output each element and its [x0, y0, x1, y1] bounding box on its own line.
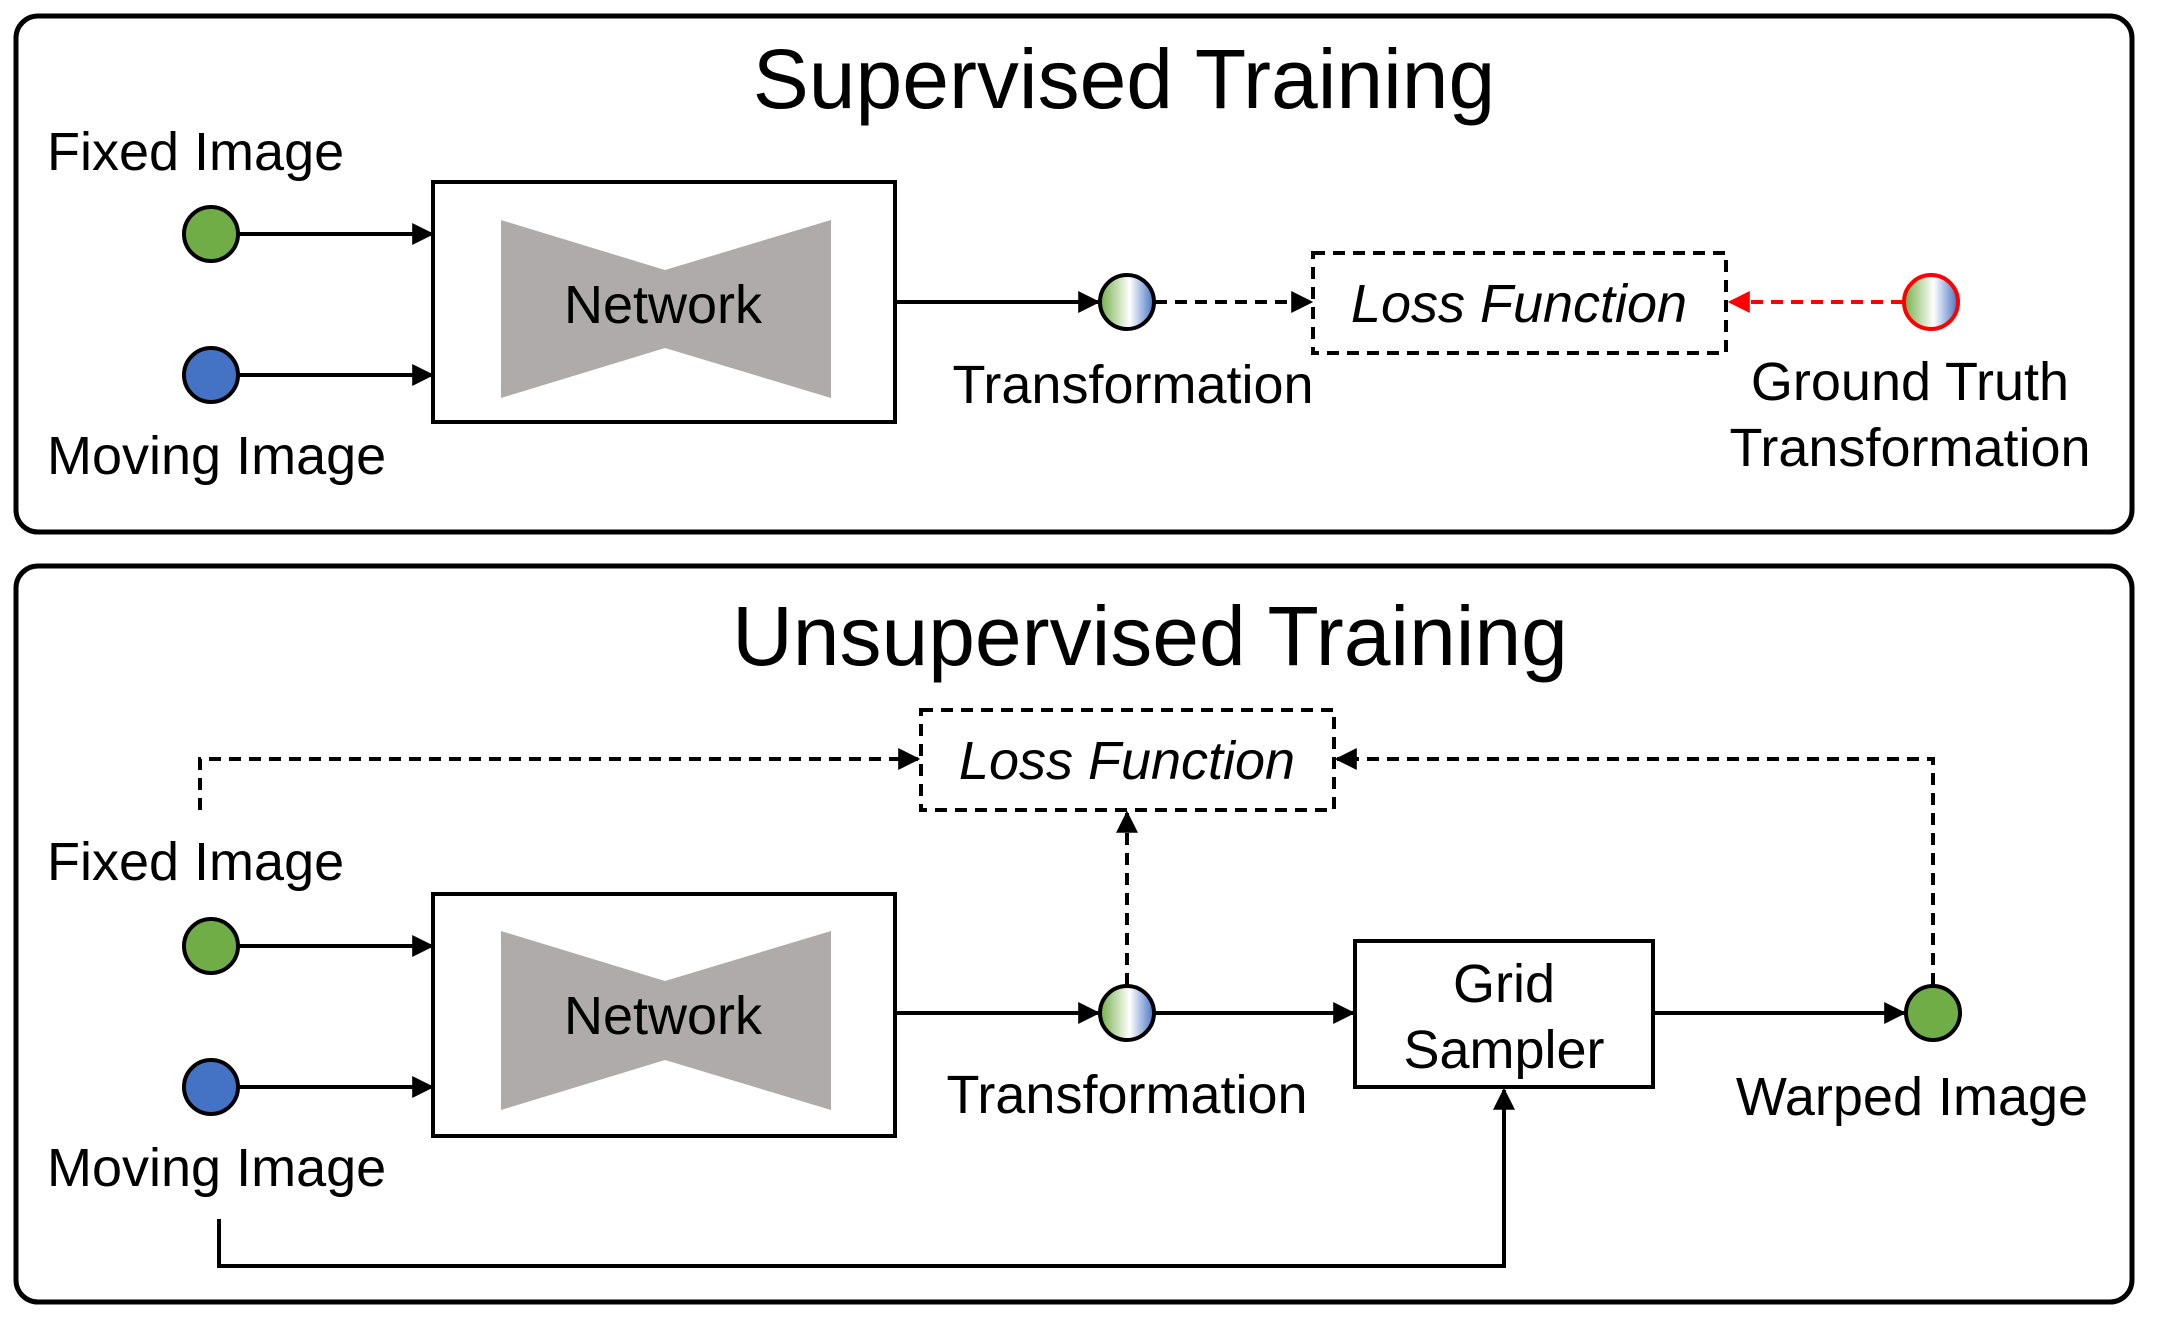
unsupervised-loss-function-box: [919, 708, 1336, 812]
unsupervised-network-hourglass-shape: [501, 931, 831, 1110]
unsupervised-panel: Unsupervised Training Loss Function Fixe…: [13, 563, 2135, 1305]
supervised-loss-function-box: [1311, 251, 1728, 355]
supervised-fixed-image-label: Fixed Image: [47, 122, 344, 182]
supervised-title: Supervised Training: [753, 32, 1495, 126]
unsupervised-warped-to-loss-arrow: [1334, 748, 1935, 985]
supervised-network-hourglass-shape: [501, 220, 831, 398]
unsupervised-title: Unsupervised Training: [732, 589, 1568, 683]
unsupervised-warped-image-node: [1904, 984, 1962, 1042]
supervised-fixed-image-node: [182, 205, 240, 263]
supervised-ground-truth-label-line1: Ground Truth: [1751, 352, 2069, 412]
supervised-transformation-label: Transformation: [952, 355, 1313, 415]
unsupervised-grid-sampler-box: [1353, 939, 1655, 1089]
unsupervised-fixed-image-label: Fixed Image: [47, 832, 344, 892]
unsupervised-moving-to-grid-sampler-arrow: [217, 1087, 1515, 1268]
unsupervised-transformation-node: [1098, 984, 1156, 1042]
supervised-network-label: Network: [564, 275, 763, 335]
unsupervised-fixed-image-node: [182, 917, 240, 975]
unsupervised-network-label: Network: [564, 986, 763, 1046]
unsupervised-fixed-to-loss-arrow: [198, 748, 921, 810]
supervised-loss-function-label: Loss Function: [1351, 274, 1687, 334]
unsupervised-grid-sampler-label-line1: Grid: [1453, 954, 1555, 1014]
supervised-transformation-node: [1098, 273, 1156, 331]
supervised-ground-truth-node: [1902, 273, 1960, 331]
supervised-moving-image-node: [182, 346, 240, 404]
supervised-ground-truth-label-line2: Transformation: [1729, 418, 2090, 478]
unsupervised-moving-image-label: Moving Image: [47, 1138, 386, 1198]
unsupervised-loss-function-label: Loss Function: [959, 731, 1295, 791]
unsupervised-transformation-label: Transformation: [946, 1065, 1307, 1125]
unsupervised-warped-image-label: Warped Image: [1736, 1067, 2088, 1127]
unsupervised-grid-sampler-label-line2: Sampler: [1403, 1020, 1604, 1080]
unsupervised-moving-image-node: [182, 1058, 240, 1116]
supervised-moving-image-label: Moving Image: [47, 426, 386, 486]
supervised-panel: Supervised Training Fixed Image Moving I…: [13, 13, 2135, 535]
